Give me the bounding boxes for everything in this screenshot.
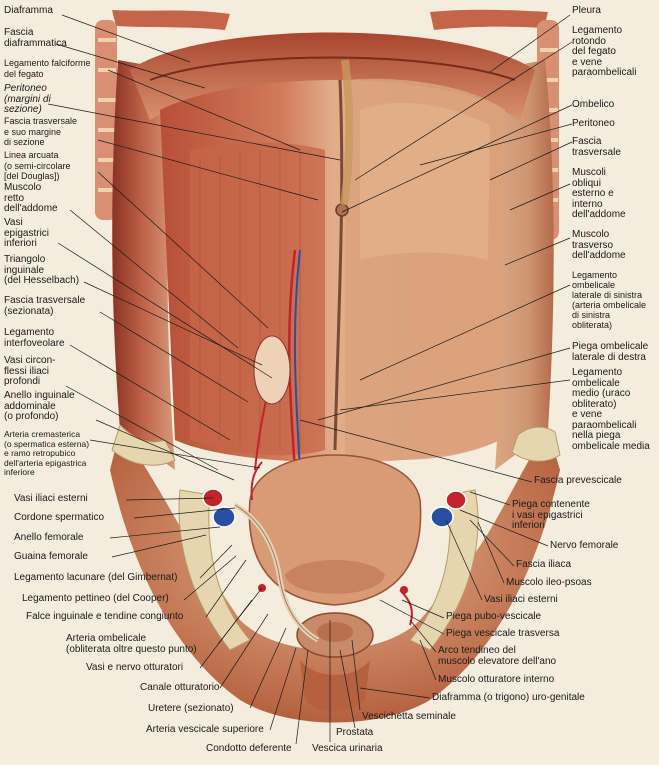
label-legamento-rotondo: Legamento rotondo del fegato e vene para… — [572, 25, 637, 78]
label-vasi-nervo-otturatori: Vasi e nervo otturatori — [86, 662, 184, 673]
rib-top-right — [430, 9, 548, 30]
label-fascia-diaframmatica: Fascia diaframmatica — [4, 27, 67, 49]
right-iliac-crest — [511, 426, 561, 462]
rib-top-left — [112, 10, 230, 30]
label-vasi-iliaci-esterni-sx: Vasi iliaci esterni — [14, 493, 88, 504]
cremasteric-artery — [250, 461, 263, 501]
label-arteria-ombelicale: Arteria ombelicale (obliterata oltre que… — [66, 633, 197, 655]
label-vasi-iliaci-esterni-dx: Vasi iliaci esterni — [484, 594, 558, 605]
diaphragm-edge — [149, 56, 516, 81]
pelvic-floor — [110, 430, 560, 723]
obturator-vessel-right — [400, 586, 408, 594]
right-external-iliac-artery — [445, 490, 467, 510]
label-muscolo-retto: Muscolo retto dell'addome — [4, 182, 58, 214]
label-uretere: Uretere (sezionato) — [148, 703, 234, 714]
label-prostata: Prostata — [336, 727, 374, 738]
prostate-core — [317, 622, 353, 642]
label-legamento-falciforme: Legamento falciforme del fegato — [4, 58, 91, 79]
left-rib-lines — [98, 38, 116, 192]
right-pubic-ramus — [409, 489, 479, 651]
label-fascia-trasversale-margine: Fascia trasversale e suo margine di sezi… — [4, 116, 78, 147]
leader-lines-left — [47, 14, 341, 745]
label-muscolo-ileo-psoas: Muscolo ileo-psoas — [506, 577, 592, 588]
label-muscoli-obliqui: Muscoli obliqui esterno e interno dell'a… — [572, 167, 626, 220]
label-anello-femorale: Anello femorale — [14, 532, 84, 543]
label-piega-contenente: Piega contenente i vasi epigastrici infe… — [512, 499, 590, 531]
label-arteria-cremasterica: Arteria cremasterica (o spermatica ester… — [4, 429, 90, 477]
label-canale-otturatorio: Canale otturatorio — [140, 682, 220, 693]
label-vasi-circonflessi: Vasi circon- flessi iliaci profondi — [4, 355, 56, 387]
label-peritoneo-margini: Peritoneo (margini di sezione) — [4, 83, 51, 115]
right-abdominal-wall — [492, 60, 554, 470]
label-fascia-iliaca: Fascia iliaca — [516, 559, 572, 570]
epigastric-vein — [293, 249, 301, 471]
label-legamento-interfoveolare: Legamento interfoveolare — [4, 327, 65, 349]
midline-ligament — [333, 79, 344, 451]
label-vescichetta-seminale: Vescichetta seminale — [362, 711, 456, 722]
vas-deferens-edge — [234, 504, 319, 641]
label-pleura: Pleura — [572, 5, 601, 16]
label-cordone-spermatico: Cordone spermatico — [14, 512, 105, 523]
label-anello-inguinale: Anello inguinale addominale (o profondo) — [4, 390, 75, 422]
label-fascia-trasversale-sezionata: Fascia trasversale (sezionata) — [4, 295, 86, 317]
falciform-ligament — [340, 59, 354, 206]
label-diaframma-urogenitale: Diaframma (o trigono) uro-genitale — [432, 692, 585, 703]
label-condotto-deferente: Condotto deferente — [206, 743, 292, 754]
leader-lines-right — [299, 14, 573, 742]
urogenital-diaphragm — [300, 660, 370, 712]
label-vasi-epigastrici-inferiori: Vasi epigastrici inferiori — [4, 217, 50, 249]
label-triangolo-inguinale: Triangolo inguinale (del Hesselbach) — [4, 254, 80, 286]
label-legamento-ombelicale-medio: Legamento ombelicale medio (uraco oblite… — [572, 367, 650, 452]
label-legamento-ombelicale-laterale: Legamento ombelicale laterale di sinistr… — [572, 270, 647, 330]
label-piega-pubo-vescicale: Piega pubo-vescicale — [446, 611, 542, 622]
obturator-artery — [399, 589, 413, 626]
label-falce-inguinale: Falce inguinale e tendine congiunto — [26, 611, 184, 622]
bladder-fold — [285, 560, 385, 594]
label-fascia-trasversale-dx: Fascia trasversale — [572, 136, 621, 158]
label-vescica-urinaria: Vescica urinaria — [312, 743, 383, 754]
label-piega-vescicale-trasversa: Piega vescicale trasversa — [446, 628, 560, 639]
hesselbach-triangle — [253, 335, 291, 405]
label-ombelico: Ombelico — [572, 99, 615, 110]
rectus-muscle — [190, 142, 325, 456]
label-nervo-femorale: Nervo femorale — [550, 540, 619, 551]
left-abdominal-wall — [112, 60, 175, 470]
label-muscolo-trasverso: Muscolo trasverso dell'addome — [572, 229, 626, 261]
label-guaina-femorale: Guaina femorale — [14, 551, 88, 562]
label-fascia-prevescicale: Fascia prevescicale — [534, 475, 622, 486]
label-linea-arcuata: Linea arcuata (o semi-circolare [del Dou… — [4, 150, 71, 181]
rectus-fibers — [199, 150, 301, 450]
urinary-bladder — [248, 454, 422, 606]
left-external-iliac-vein — [212, 506, 236, 528]
diaphragm-dome — [130, 32, 535, 120]
right-external-iliac-vein — [430, 506, 454, 528]
label-muscolo-otturatore: Muscolo otturatore interno — [438, 674, 555, 685]
label-legamento-pettineo: Legamento pettineo (del Cooper) — [22, 593, 169, 604]
label-peritoneo-dx: Peritoneo — [572, 118, 615, 129]
label-legamento-lacunare: Legamento lacunare (del Gimbernat) — [14, 572, 178, 583]
label-arteria-vescicale-superiore: Arteria vescicale superiore — [146, 724, 264, 735]
label-piega-ombelicale-laterale: Piega ombelicale laterale di destra — [572, 341, 649, 363]
label-diaframma: Diaframma — [4, 5, 53, 16]
label-arco-tendineo: Arco tendineo del muscolo elevatore dell… — [438, 645, 557, 667]
peritoneum-highlight — [360, 102, 490, 261]
